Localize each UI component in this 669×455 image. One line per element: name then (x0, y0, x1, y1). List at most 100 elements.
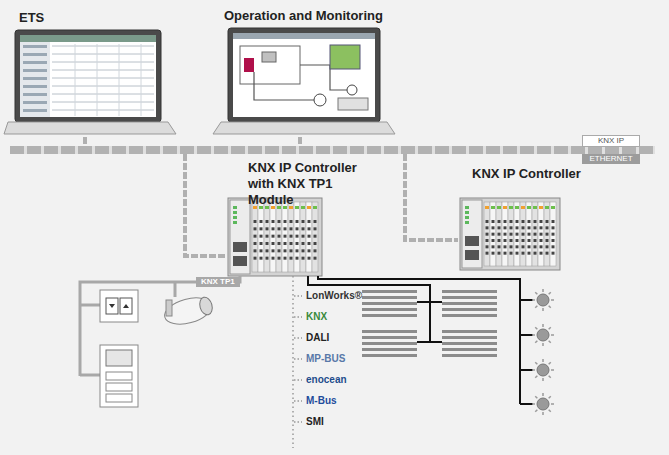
terminal (516, 245, 519, 248)
io-module (520, 202, 526, 266)
terminal (314, 235, 317, 238)
terminal (308, 257, 311, 260)
io-module (276, 202, 282, 272)
io-module (252, 202, 258, 272)
terminal (260, 249, 263, 252)
node-heading: KNX IP Controller (458, 166, 588, 182)
blind-slat (362, 354, 417, 357)
terminal (272, 227, 275, 230)
terminal (266, 227, 269, 230)
io-module (526, 202, 532, 266)
head-module (230, 200, 250, 274)
tree-item (23, 53, 47, 56)
fieldbus-tick (294, 400, 302, 402)
fieldbus-tick (294, 316, 302, 318)
laptop (4, 30, 176, 134)
blind-slat (362, 330, 417, 333)
terminal (492, 226, 495, 229)
terminal (296, 235, 299, 238)
blind-slat (362, 314, 417, 317)
blind-slat (442, 348, 497, 351)
terminal (254, 257, 257, 260)
panel-button (106, 394, 132, 402)
terminal (522, 233, 525, 236)
laptop-node: ETS (15, 10, 165, 137)
io-module (532, 202, 538, 266)
window-bar (20, 35, 156, 42)
terminal (284, 227, 287, 230)
terminal (540, 239, 543, 242)
blind-slat (362, 308, 417, 311)
laptop-screen-frame (228, 28, 380, 122)
ethernet-port (465, 250, 479, 260)
terminal (266, 235, 269, 238)
lamp-ray (535, 341, 537, 343)
lamp-ray (532, 334, 535, 336)
terminal (308, 242, 311, 245)
laptop-screen-frame (15, 30, 161, 122)
module-led (509, 206, 513, 209)
terminal (510, 252, 513, 255)
terminal (302, 242, 305, 245)
lamp-ray (542, 378, 544, 381)
laptop-base (4, 122, 176, 134)
sheet-row (52, 102, 154, 103)
terminal (552, 226, 555, 229)
terminal (504, 226, 507, 229)
terminal (540, 233, 543, 236)
terminal (290, 227, 293, 230)
fieldbus-tick (294, 337, 302, 339)
tree-item (23, 77, 47, 80)
lamp-ray (542, 359, 544, 362)
io-module (282, 202, 288, 272)
terminal (498, 226, 501, 229)
protocol-logo: DALI (306, 332, 329, 344)
sheet-row (52, 62, 154, 63)
terminal (552, 220, 555, 223)
ethernet-link (405, 154, 458, 240)
terminal (266, 220, 269, 223)
terminal (314, 220, 317, 223)
terminal (528, 252, 531, 255)
terminal (308, 220, 311, 223)
blind-slat (442, 336, 497, 339)
fieldbus-ticks (294, 296, 302, 422)
io-module (508, 202, 514, 266)
terminal (260, 242, 263, 245)
switch-frame (100, 290, 138, 322)
panel-button (106, 383, 132, 391)
terminal (278, 249, 281, 252)
io-module (514, 202, 520, 266)
io-module (270, 202, 276, 272)
module-led (295, 206, 299, 209)
terminal (546, 239, 549, 242)
spreadsheet-rows (23, 44, 154, 116)
terminal (540, 226, 543, 229)
terminal (302, 235, 305, 238)
module-led (301, 206, 305, 209)
lamp-ray (532, 403, 535, 405)
terminal (302, 257, 305, 260)
push-button (100, 290, 138, 322)
sheet-col (141, 44, 142, 116)
terminal (308, 249, 311, 252)
terminal (266, 242, 269, 245)
protocol-logo: enocean (306, 374, 347, 386)
terminal (314, 242, 317, 245)
terminal (278, 227, 281, 230)
sheet-row (52, 110, 154, 111)
status-led (465, 221, 469, 224)
module-led (539, 206, 543, 209)
lamp-ray (542, 324, 544, 327)
module-led (307, 206, 311, 209)
lamp-ray (551, 299, 554, 301)
fieldbus-line (292, 276, 294, 448)
down-arrow (109, 304, 115, 308)
terminal (308, 235, 311, 238)
blind-slat (362, 336, 417, 339)
side-panel (20, 42, 50, 117)
panel-display (106, 350, 132, 366)
terminal (540, 252, 543, 255)
lamp-ray (549, 376, 551, 378)
module-led (527, 206, 531, 209)
